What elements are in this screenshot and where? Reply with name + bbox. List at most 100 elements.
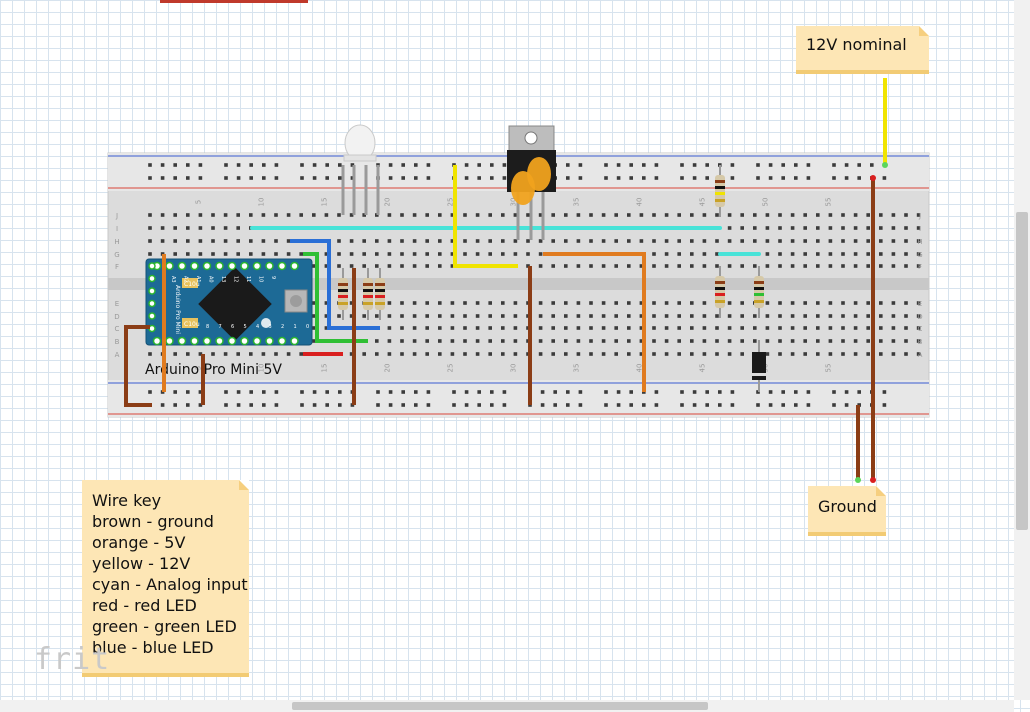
breadboard-hole[interactable] — [349, 314, 354, 318]
breadboard-hole[interactable] — [790, 252, 795, 256]
breadboard-hole[interactable] — [891, 264, 896, 268]
breadboard-hole[interactable] — [224, 403, 228, 407]
breadboard-hole[interactable] — [173, 252, 177, 256]
breadboard-hole[interactable] — [702, 252, 707, 256]
breadboard-hole[interactable] — [438, 314, 442, 318]
breadboard-hole[interactable] — [425, 213, 429, 217]
breadboard-hole[interactable] — [857, 176, 861, 180]
breadboard-hole[interactable] — [540, 390, 545, 394]
breadboard-hole[interactable] — [425, 301, 429, 305]
breadboard-hole[interactable] — [337, 314, 341, 318]
breadboard-hole[interactable] — [425, 314, 429, 318]
breadboard-hole[interactable] — [349, 252, 354, 256]
breadboard-hole[interactable] — [401, 176, 405, 180]
breadboard-hole[interactable] — [412, 339, 417, 343]
breadboard-hole[interactable] — [501, 339, 505, 343]
breadboard-hole[interactable] — [879, 252, 883, 256]
breadboard-hole[interactable] — [475, 352, 480, 356]
breadboard-hole[interactable] — [198, 226, 203, 230]
breadboard-hole[interactable] — [349, 301, 354, 305]
breadboard-hole[interactable] — [614, 264, 618, 268]
breadboard-hole[interactable] — [664, 352, 669, 356]
breadboard-hole[interactable] — [866, 264, 870, 268]
breadboard-hole[interactable] — [778, 326, 782, 330]
breadboard-hole[interactable] — [715, 239, 719, 243]
breadboard-hole[interactable] — [362, 264, 366, 268]
breadboard-hole[interactable] — [879, 352, 883, 356]
board-pin[interactable] — [290, 261, 299, 271]
breadboard-hole[interactable] — [148, 176, 152, 180]
breadboard-hole[interactable] — [438, 264, 442, 268]
breadboard-hole[interactable] — [387, 314, 392, 318]
breadboard-hole[interactable] — [362, 314, 366, 318]
breadboard-hole[interactable] — [186, 176, 190, 180]
breadboard-hole[interactable] — [790, 226, 795, 230]
breadboard-hole[interactable] — [425, 264, 429, 268]
breadboard-hole[interactable] — [564, 352, 568, 356]
breadboard-hole[interactable] — [262, 163, 266, 167]
breadboard-hole[interactable] — [578, 163, 583, 167]
breadboard-hole[interactable] — [452, 403, 456, 407]
breadboard-hole[interactable] — [349, 264, 354, 268]
breadboard-hole[interactable] — [438, 213, 442, 217]
breadboard-hole[interactable] — [654, 176, 659, 180]
breadboard-hole[interactable] — [160, 176, 165, 180]
breadboard-hole[interactable] — [677, 339, 681, 343]
breadboard-hole[interactable] — [828, 226, 833, 230]
breadboard-hole[interactable] — [312, 403, 317, 407]
breadboard-hole[interactable] — [816, 301, 820, 305]
breadboard-hole[interactable] — [690, 339, 694, 343]
breadboard-hole[interactable] — [412, 301, 417, 305]
breadboard-hole[interactable] — [740, 264, 744, 268]
resistors[interactable] — [338, 165, 764, 320]
breadboard-hole[interactable] — [438, 301, 442, 305]
board-pin[interactable] — [215, 336, 224, 346]
breadboard-hole[interactable] — [325, 163, 329, 167]
breadboard-hole[interactable] — [551, 239, 555, 243]
breadboard-hole[interactable] — [627, 339, 631, 343]
breadboard-hole[interactable] — [450, 213, 455, 217]
breadboard-hole[interactable] — [627, 352, 631, 356]
breadboard-hole[interactable] — [438, 326, 442, 330]
breadboard-hole[interactable] — [765, 352, 770, 356]
breadboard-hole[interactable] — [551, 352, 555, 356]
breadboard-hole[interactable] — [866, 252, 870, 256]
breadboard-hole[interactable] — [882, 403, 887, 407]
breadboard-hole[interactable] — [601, 339, 606, 343]
breadboard-hole[interactable] — [705, 176, 709, 180]
breadboard-hole[interactable] — [387, 326, 392, 330]
breadboard-hole[interactable] — [664, 252, 669, 256]
breadboard-hole[interactable] — [300, 176, 304, 180]
breadboard-hole[interactable] — [488, 301, 492, 305]
breadboard-hole[interactable] — [841, 314, 845, 318]
breadboard-hole[interactable] — [916, 314, 921, 318]
breadboard-hole[interactable] — [832, 403, 836, 407]
breadboard-hole[interactable] — [387, 213, 392, 217]
breadboard-hole[interactable] — [891, 326, 896, 330]
breadboard-hole[interactable] — [350, 163, 355, 167]
breadboard-hole[interactable] — [778, 264, 782, 268]
breadboard-hole[interactable] — [501, 326, 505, 330]
breadboard-hole[interactable] — [224, 390, 228, 394]
breadboard-hole[interactable] — [715, 264, 719, 268]
breadboard-hole[interactable] — [564, 213, 568, 217]
breadboard-hole[interactable] — [690, 326, 694, 330]
breadboard-hole[interactable] — [300, 403, 304, 407]
breadboard-hole[interactable] — [538, 314, 543, 318]
breadboard-hole[interactable] — [388, 176, 393, 180]
breadboard-hole[interactable] — [652, 339, 656, 343]
board-pin[interactable] — [148, 262, 156, 270]
breadboard-hole[interactable] — [387, 252, 392, 256]
breadboard-hole[interactable] — [426, 176, 431, 180]
wire-yellow-12v[interactable] — [453, 165, 518, 268]
breadboard-hole[interactable] — [627, 314, 631, 318]
breadboard-hole[interactable] — [148, 226, 152, 230]
breadboard-hole[interactable] — [186, 403, 190, 407]
breadboard-hole[interactable] — [853, 213, 858, 217]
breadboard-hole[interactable] — [866, 226, 870, 230]
breadboard-hole[interactable] — [727, 326, 732, 330]
breadboard-hole[interactable] — [828, 213, 833, 217]
breadboard-hole[interactable] — [450, 314, 455, 318]
breadboard-hole[interactable] — [841, 239, 845, 243]
